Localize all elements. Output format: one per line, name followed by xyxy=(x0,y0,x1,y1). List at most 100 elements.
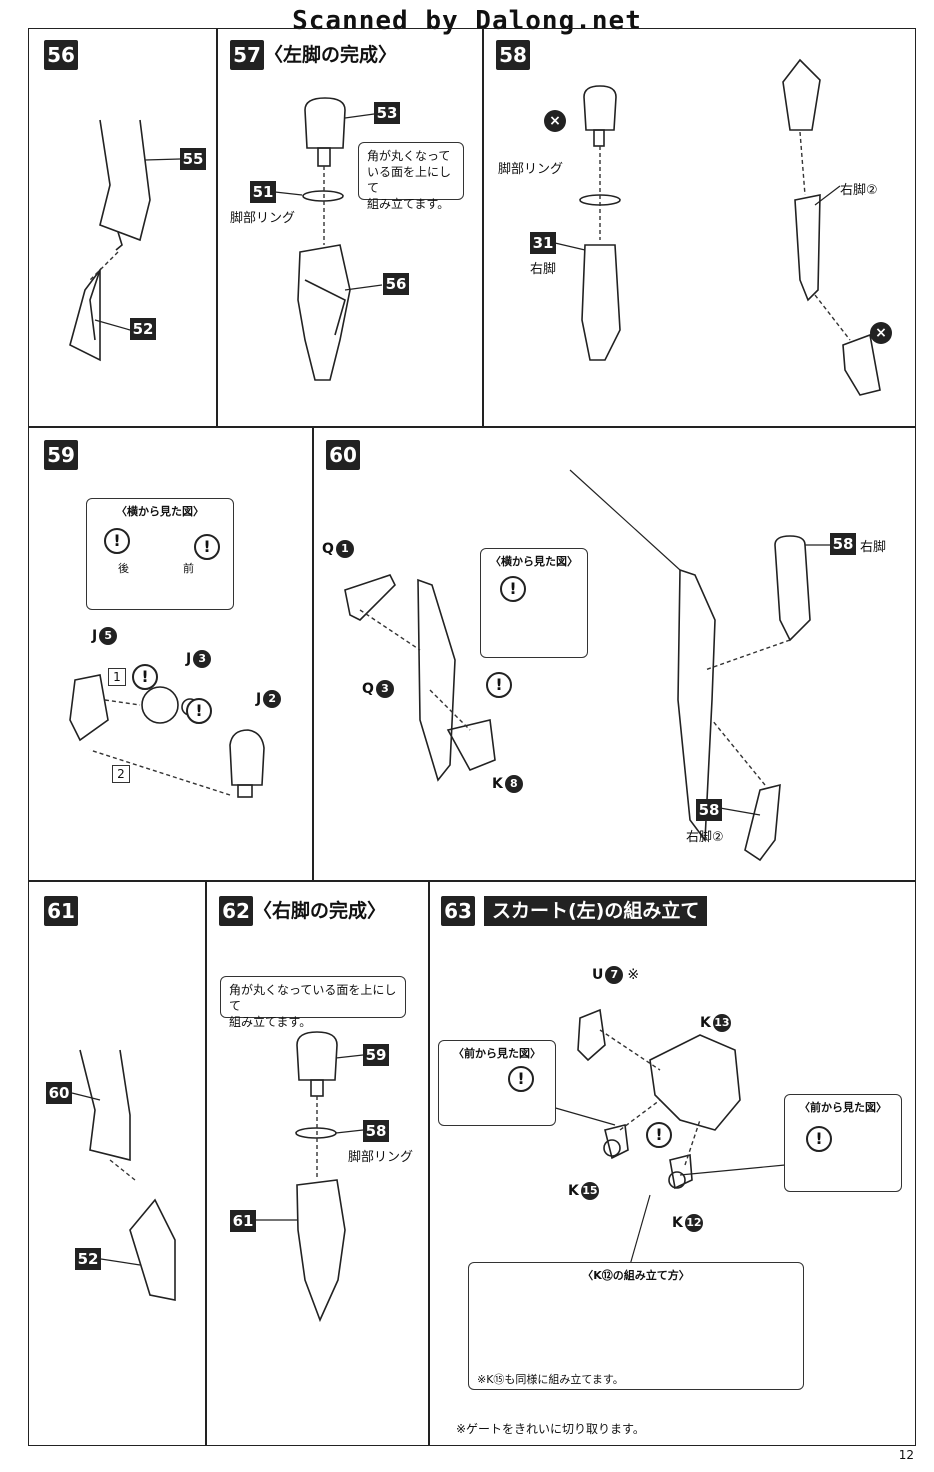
side-view-title: 〈横から見た図〉 xyxy=(116,505,204,518)
order-marker-2: 2 xyxy=(112,765,130,783)
col-divider-57 xyxy=(482,28,484,426)
part-53-label: 53 xyxy=(374,102,400,124)
part-59-label: 59 xyxy=(363,1044,389,1066)
watermark: Scanned by Dalong.net xyxy=(292,6,642,36)
front-view-box-right: 〈前から見た図〉 xyxy=(784,1094,902,1192)
part-55-label: 55 xyxy=(180,148,206,170)
part-31-label: 31 xyxy=(530,232,556,254)
front-view-title: 〈前から見た図〉 xyxy=(799,1101,887,1114)
caution-icon: ! xyxy=(646,1122,672,1148)
part-k8-number: 8 xyxy=(504,775,523,793)
step-61-number: 61 xyxy=(44,896,78,926)
row-divider-2 xyxy=(28,880,916,882)
part-j5-number: 5 xyxy=(99,627,118,645)
part-58-label: 58 xyxy=(363,1120,389,1142)
caution-icon: ! xyxy=(508,1066,534,1092)
caution-icon: ! xyxy=(500,576,526,602)
step-57-title: 〈左脚の完成〉 xyxy=(264,44,398,66)
caution-icon: ! xyxy=(186,698,212,724)
part-j3-number: 3 xyxy=(193,650,212,668)
right-leg2-label: 右脚② xyxy=(686,830,724,845)
part-k15-number: 15 xyxy=(580,1182,599,1200)
part-52-label: 52 xyxy=(75,1248,101,1270)
k15-same-note: ※K⑮も同様に組み立てます。 xyxy=(477,1373,624,1386)
part-u7-letter: U xyxy=(592,967,604,983)
part-k8-letter: K xyxy=(492,776,503,792)
side-view-box-60: 〈横から見た図〉 xyxy=(480,548,588,658)
right-leg2-label: 右脚② xyxy=(840,183,878,198)
part-q3-number: 3 xyxy=(375,680,394,698)
part-58-label: 58 xyxy=(830,533,856,555)
part-q1-letter: Q xyxy=(322,541,334,557)
discard-icon: × xyxy=(544,110,566,132)
part-j2-letter: J xyxy=(256,691,262,707)
step-56-number: 56 xyxy=(44,40,78,70)
step-57-note: 角が丸くなって いる面を上にして 組み立てます。 xyxy=(358,142,464,211)
asterisk-mark: ※ xyxy=(627,967,640,983)
part-51-label: 51 xyxy=(250,181,276,203)
gate-footnote: ※ゲートをきれいに切り取ります。 xyxy=(456,1422,645,1436)
col-divider-59 xyxy=(312,426,314,880)
step-63-number: 63 xyxy=(441,896,475,926)
right-leg-label: 右脚 xyxy=(530,262,557,277)
col-divider-62 xyxy=(428,880,430,1446)
caution-icon: ! xyxy=(132,664,158,690)
back-label: 後 xyxy=(118,562,129,575)
caution-icon: ! xyxy=(486,672,512,698)
leg-ring-label-58: 脚部リング xyxy=(498,162,564,177)
part-u7-number: 7 xyxy=(605,966,624,984)
part-j5-letter: J xyxy=(92,628,98,644)
right-leg-label: 右脚 xyxy=(860,540,887,555)
part-52-label: 52 xyxy=(130,318,156,340)
page-frame xyxy=(28,28,916,1446)
part-k12-letter: K xyxy=(672,1215,683,1231)
caution-icon: ! xyxy=(194,534,220,560)
part-60-label: 60 xyxy=(46,1082,72,1104)
step-62-title: 〈右脚の完成〉 xyxy=(253,900,387,922)
k12-assembly-box: 〈K⑫の組み立て方〉 ※K⑮も同様に組み立てます。 xyxy=(468,1262,804,1390)
front-view-title: 〈前から見た図〉 xyxy=(453,1047,541,1060)
step-62-note: 角が丸くなっている面を上にして 組み立てます。 xyxy=(220,976,406,1029)
order-marker-1: 1 xyxy=(108,668,126,686)
step-59-number: 59 xyxy=(44,440,78,470)
part-58-label-2: 58 xyxy=(696,799,722,821)
step-62-number: 62 xyxy=(219,896,253,926)
front-label: 前 xyxy=(183,562,194,575)
part-56-label: 56 xyxy=(383,273,409,295)
col-divider-56 xyxy=(216,28,218,426)
part-q1-number: 1 xyxy=(335,540,354,558)
front-view-box-left: 〈前から見た図〉 xyxy=(438,1040,556,1126)
caution-icon: ! xyxy=(806,1126,832,1152)
part-j2-number: 2 xyxy=(263,690,282,708)
part-k15-letter: K xyxy=(568,1183,579,1199)
part-j3-letter: J xyxy=(186,651,192,667)
part-k12-number: 12 xyxy=(684,1214,703,1232)
k12-assembly-title: 〈K⑫の組み立て方〉 xyxy=(582,1269,690,1282)
discard-icon-2: × xyxy=(870,322,892,344)
step-60-number: 60 xyxy=(326,440,360,470)
leg-ring-label: 脚部リング xyxy=(230,211,296,226)
side-view-title: 〈横から見た図〉 xyxy=(490,555,578,568)
part-k13-number: 13 xyxy=(712,1014,731,1032)
step-63-title: スカート(左)の組み立て xyxy=(484,896,708,926)
part-61-label: 61 xyxy=(230,1210,256,1232)
part-k13-letter: K xyxy=(700,1015,711,1031)
row-divider-1 xyxy=(28,426,916,428)
caution-icon: ! xyxy=(104,528,130,554)
col-divider-61 xyxy=(205,880,207,1446)
step-57-number: 57 xyxy=(230,40,264,70)
part-q3-letter: Q xyxy=(362,681,374,697)
page-number: 12 xyxy=(898,1448,914,1462)
step-58-number: 58 xyxy=(496,40,530,70)
